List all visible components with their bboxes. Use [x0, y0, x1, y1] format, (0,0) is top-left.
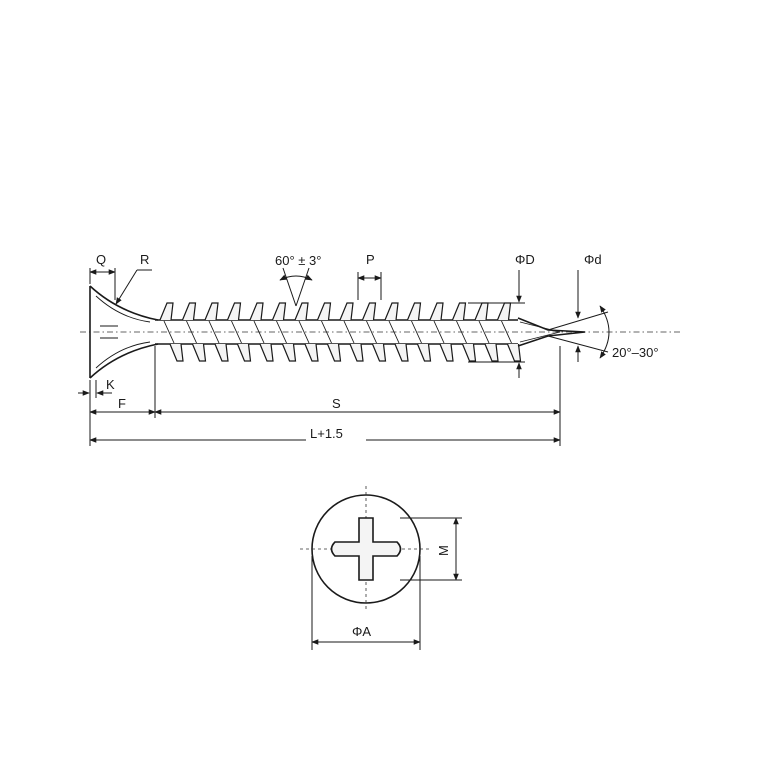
thread-crest-bottom: [506, 343, 522, 362]
thread-crest-bottom: [326, 343, 342, 362]
thread-angle-mark: 60° ± 3°: [275, 253, 321, 307]
s-dimension: S: [154, 346, 561, 446]
thread-crest-top: [429, 302, 444, 321]
thread-helix-line: [366, 320, 377, 344]
thread-crest-top: [159, 302, 174, 321]
thread-helix-line: [208, 320, 220, 344]
thread-helix-line: [298, 320, 310, 344]
thread-crest-bottom: [169, 343, 184, 362]
minor-diameter-dimension: Φd: [575, 252, 602, 362]
thread-crest-top: [474, 302, 489, 321]
thread-crest-top: [204, 302, 219, 321]
thread-helix-line: [433, 320, 445, 344]
thread-crest-top: [271, 302, 287, 321]
thread-helix-line: [276, 320, 287, 344]
major-diameter-dimension: ΦD: [468, 252, 535, 378]
m-label: M: [436, 545, 451, 556]
thread-crest-bottom: [191, 343, 207, 362]
thread-crest-top: [384, 302, 399, 321]
r-leader: R: [115, 252, 152, 305]
thread-crest-bottom: [371, 343, 387, 362]
f-dimension: F: [89, 346, 156, 446]
thread-helix-line: [186, 320, 197, 344]
thread-helix-line: [456, 320, 467, 344]
thread-helix-line: [411, 320, 422, 344]
screw-head-top-view: M ΦA: [300, 486, 462, 650]
thread-crest-top: [181, 302, 197, 321]
l-label: L+1.5: [310, 426, 343, 441]
thread-angle-label: 60° ± 3°: [275, 253, 321, 268]
thread-crest-top: [451, 302, 467, 321]
thread-crest-bottom: [236, 343, 252, 362]
pitch-label: P: [366, 252, 375, 267]
thread-crest-top: [316, 302, 332, 321]
thread-helix-line: [231, 320, 242, 344]
thread-helix-line: [253, 320, 265, 344]
thread-crest-bottom: [484, 343, 499, 362]
m-dimension: M: [400, 517, 462, 581]
minor-diameter-label: Φd: [584, 252, 602, 267]
q-dimension: Q: [89, 252, 116, 300]
s-label: S: [332, 396, 341, 411]
thread-crest-top: [249, 302, 264, 321]
pitch-dimension: P: [357, 252, 382, 300]
major-diameter-label: ΦD: [515, 252, 535, 267]
thread-helix-line: [478, 320, 490, 344]
l-dimension: L+1.5: [89, 426, 561, 443]
thread-crest-bottom: [349, 343, 364, 362]
point-angle-dimension: 20°–30°: [547, 305, 659, 360]
thread-crest-bottom: [394, 343, 409, 362]
screw-point: [517, 317, 586, 347]
r-label: R: [140, 252, 149, 267]
thread-helix-line: [343, 320, 355, 344]
thread-crest-bottom: [259, 343, 274, 362]
screw-side-view: 60° ± 3° P Q R ΦD: [78, 252, 680, 446]
screw-head: [89, 285, 159, 379]
thread-crest-top: [339, 302, 354, 321]
thread-crest-top: [361, 302, 377, 321]
f-label: F: [118, 396, 126, 411]
phi-a-label: ΦA: [352, 624, 371, 639]
screw-threads: [159, 302, 522, 362]
q-label: Q: [96, 252, 106, 267]
thread-crest-top: [496, 302, 512, 321]
thread-crest-top: [226, 302, 242, 321]
k-dimension: K: [78, 377, 115, 398]
thread-crest-bottom: [416, 343, 432, 362]
thread-crest-bottom: [439, 343, 454, 362]
thread-crest-bottom: [214, 343, 229, 362]
thread-helix-line: [321, 320, 332, 344]
thread-helix-line: [163, 320, 175, 344]
phillips-cross-recess: [330, 517, 402, 581]
point-angle-label: 20°–30°: [612, 345, 659, 360]
thread-helix-line: [501, 320, 512, 344]
thread-crest-bottom: [461, 343, 477, 362]
thread-crest-top: [294, 302, 309, 321]
thread-helix-line: [388, 320, 400, 344]
k-label: K: [106, 377, 115, 392]
thread-crest-bottom: [281, 343, 297, 362]
phi-a-dimension: ΦA: [311, 556, 421, 650]
thread-crest-top: [406, 302, 422, 321]
thread-crest-bottom: [304, 343, 319, 362]
